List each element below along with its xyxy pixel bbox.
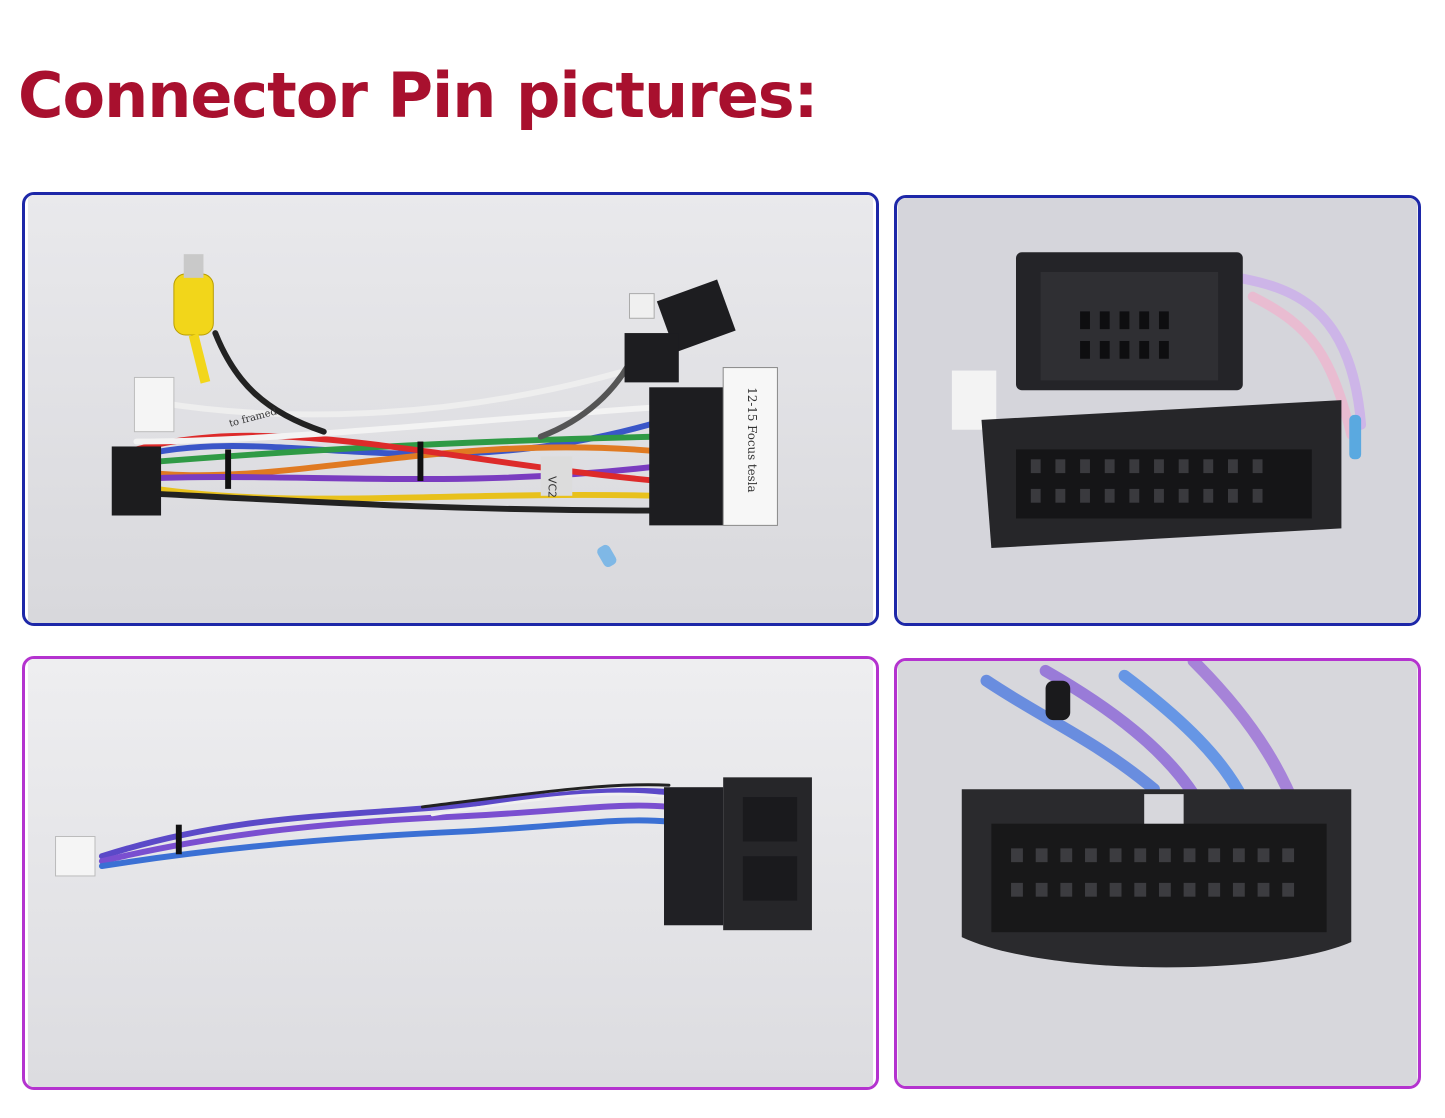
connector-closeup-photo-1 [897,198,1418,623]
wire-tag-b: VC2 [546,476,559,498]
photo-panel-connector-bottom [894,658,1421,1089]
connector-closeup-photo-2 [897,661,1418,1086]
extension-harness-photo [27,659,874,1087]
photo-panel-main-harness: 12-15 Focus tesla to framed VC2 [22,192,879,626]
main-harness-photo: 12-15 Focus tesla to framed VC2 [27,195,874,623]
photo-panel-connector-top [894,195,1421,626]
photo-panel-extension-harness [22,656,879,1090]
label-box-text: 12-15 Focus tesla [745,387,759,492]
page-title: Connector Pin pictures: [18,59,818,132]
